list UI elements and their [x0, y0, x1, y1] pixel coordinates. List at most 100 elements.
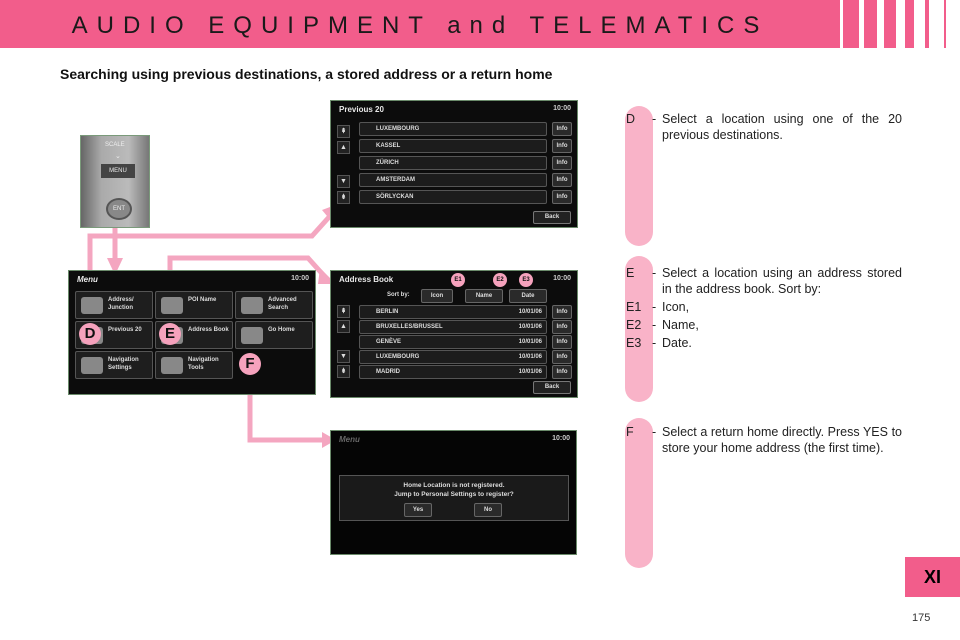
- header-title: AUDIO EQUIPMENT and TELEMATICS: [71, 12, 769, 39]
- screen-title: Previous 20: [339, 105, 384, 114]
- callout-e2: E2: [493, 273, 507, 287]
- scroll-top-button[interactable]: ⇞: [337, 305, 350, 318]
- callout-e3: E3: [519, 273, 533, 287]
- item-date: 10/01/06: [518, 369, 542, 375]
- no-button[interactable]: No: [474, 503, 502, 517]
- tile-label: Advanced Search: [268, 297, 297, 311]
- list-item[interactable]: ZÜRICH: [359, 156, 547, 170]
- back-button[interactable]: Back: [533, 381, 571, 394]
- sort-by-label: Sort by:: [387, 292, 410, 298]
- header-stripe: [905, 0, 914, 48]
- sort-name-button[interactable]: Name: [465, 289, 503, 303]
- previous-20-screen: Previous 20 10:00 ⇞ ▲ ▼ ⇟ LUXEMBOURG KAS…: [330, 100, 578, 228]
- item-name: BERLIN: [376, 309, 399, 315]
- page-number: 175: [912, 612, 931, 624]
- list-item[interactable]: BERLIN 10/01/06: [359, 305, 547, 319]
- list-item[interactable]: LUXEMBOURG: [359, 122, 547, 136]
- desc-text: Icon,: [662, 300, 690, 314]
- desc-key: E: [626, 266, 635, 280]
- item-date: 10/01/06: [518, 354, 542, 360]
- sort-date-button[interactable]: Date: [509, 289, 547, 303]
- desc-text: Select a return home directly. Press YES…: [662, 425, 902, 455]
- dialog-message: Jump to Personal Settings to register?: [394, 491, 514, 498]
- section-subtitle: Searching using previous destinations, a…: [60, 66, 553, 82]
- list-item[interactable]: SÖRLYCKAN: [359, 190, 547, 204]
- info-button[interactable]: Info: [552, 156, 572, 170]
- tile-go-home[interactable]: Go Home: [235, 321, 313, 349]
- item-name: LUXEMBOURG: [376, 354, 420, 360]
- callout-f: F: [239, 353, 261, 375]
- item-date: 10/01/06: [518, 339, 542, 345]
- description-e: E-Select a location using an address sto…: [626, 266, 902, 350]
- header-stripe: [944, 0, 946, 48]
- screen-title: Menu: [77, 275, 98, 284]
- tile-address-junction[interactable]: Address/ Junction: [75, 291, 153, 319]
- info-button[interactable]: Info: [552, 173, 572, 187]
- tile-navigation-tools[interactable]: Navigation Tools: [155, 351, 233, 379]
- item-date: 10/01/06: [518, 309, 542, 315]
- tile-label: Navigation Tools: [188, 357, 219, 371]
- ent-button[interactable]: ENT: [106, 198, 132, 220]
- clock: 10:00: [552, 435, 570, 442]
- sort-icon-button[interactable]: Icon: [421, 289, 453, 303]
- confirmation-dialog: Home Location is not registered. Jump to…: [339, 475, 569, 521]
- desc-text: Select a location using one of the 20 pr…: [662, 112, 902, 142]
- info-button[interactable]: Info: [552, 139, 572, 153]
- desc-text: Date.: [662, 336, 692, 350]
- list-item[interactable]: KASSEL: [359, 139, 547, 153]
- scroll-up-button[interactable]: ▲: [337, 141, 350, 154]
- back-button[interactable]: Back: [533, 211, 571, 224]
- tile-label: Previous 20: [108, 327, 142, 333]
- clock: 10:00: [553, 275, 571, 282]
- header-stripe: [864, 0, 877, 48]
- desc-key: D: [626, 112, 636, 126]
- screen-title: Address Book: [339, 275, 394, 284]
- list-item[interactable]: LUXEMBOURG 10/01/06: [359, 350, 547, 364]
- section-tab: XI: [905, 557, 960, 597]
- go-home-screen: Menu 10:00 Home Location is not register…: [330, 430, 577, 555]
- scroll-down-button[interactable]: ▼: [337, 350, 350, 363]
- tile-navigation-settings[interactable]: Navigation Settings: [75, 351, 153, 379]
- header-stripe: [843, 0, 859, 48]
- tile-label: POI Name: [188, 297, 217, 303]
- tile-label: Navigation Settings: [108, 357, 139, 371]
- menu-button[interactable]: MENU: [101, 164, 135, 178]
- item-name: MADRID: [376, 369, 400, 375]
- info-button[interactable]: Info: [552, 365, 572, 379]
- header-band: AUDIO EQUIPMENT and TELEMATICS: [0, 0, 840, 48]
- tile-advanced-search[interactable]: Advanced Search: [235, 291, 313, 319]
- list-item[interactable]: MADRID 10/01/06: [359, 365, 547, 379]
- scroll-bottom-button[interactable]: ⇟: [337, 365, 350, 378]
- desc-key: E1: [626, 300, 642, 314]
- highlight-bar-f: [625, 418, 653, 568]
- highlight-bar-d: [625, 106, 653, 246]
- chevron-down-icon: ⌄: [115, 153, 121, 160]
- scroll-bottom-button[interactable]: ⇟: [337, 191, 350, 204]
- info-button[interactable]: Info: [552, 350, 572, 364]
- info-button[interactable]: Info: [552, 320, 572, 334]
- info-button[interactable]: Info: [552, 190, 572, 204]
- menu-screen: Menu 10:00 Address/ Junction POI Name Ad…: [68, 270, 316, 395]
- tile-poi-name[interactable]: POI Name: [155, 291, 233, 319]
- desc-key: F: [626, 425, 634, 439]
- scale-button[interactable]: SCALE: [105, 142, 125, 148]
- description-d: D-Select a location using one of the 20 …: [626, 112, 902, 142]
- desc-key: E2: [626, 318, 642, 332]
- header-stripe: [925, 0, 929, 48]
- yes-button[interactable]: Yes: [404, 503, 432, 517]
- info-button[interactable]: Info: [552, 305, 572, 319]
- list-item[interactable]: AMSTERDAM: [359, 173, 547, 187]
- address-book-screen: Address Book 10:00 Sort by: Icon Name Da…: [330, 270, 578, 398]
- info-button[interactable]: Info: [552, 122, 572, 136]
- scroll-down-button[interactable]: ▼: [337, 175, 350, 188]
- highlight-bar-e: [625, 256, 653, 402]
- clock: 10:00: [553, 105, 571, 112]
- tile-label: Address/ Junction: [108, 297, 134, 311]
- clock: 10:00: [291, 275, 309, 282]
- info-button[interactable]: Info: [552, 335, 572, 349]
- scroll-up-button[interactable]: ▲: [337, 320, 350, 333]
- callout-e1: E1: [451, 273, 465, 287]
- scroll-top-button[interactable]: ⇞: [337, 125, 350, 138]
